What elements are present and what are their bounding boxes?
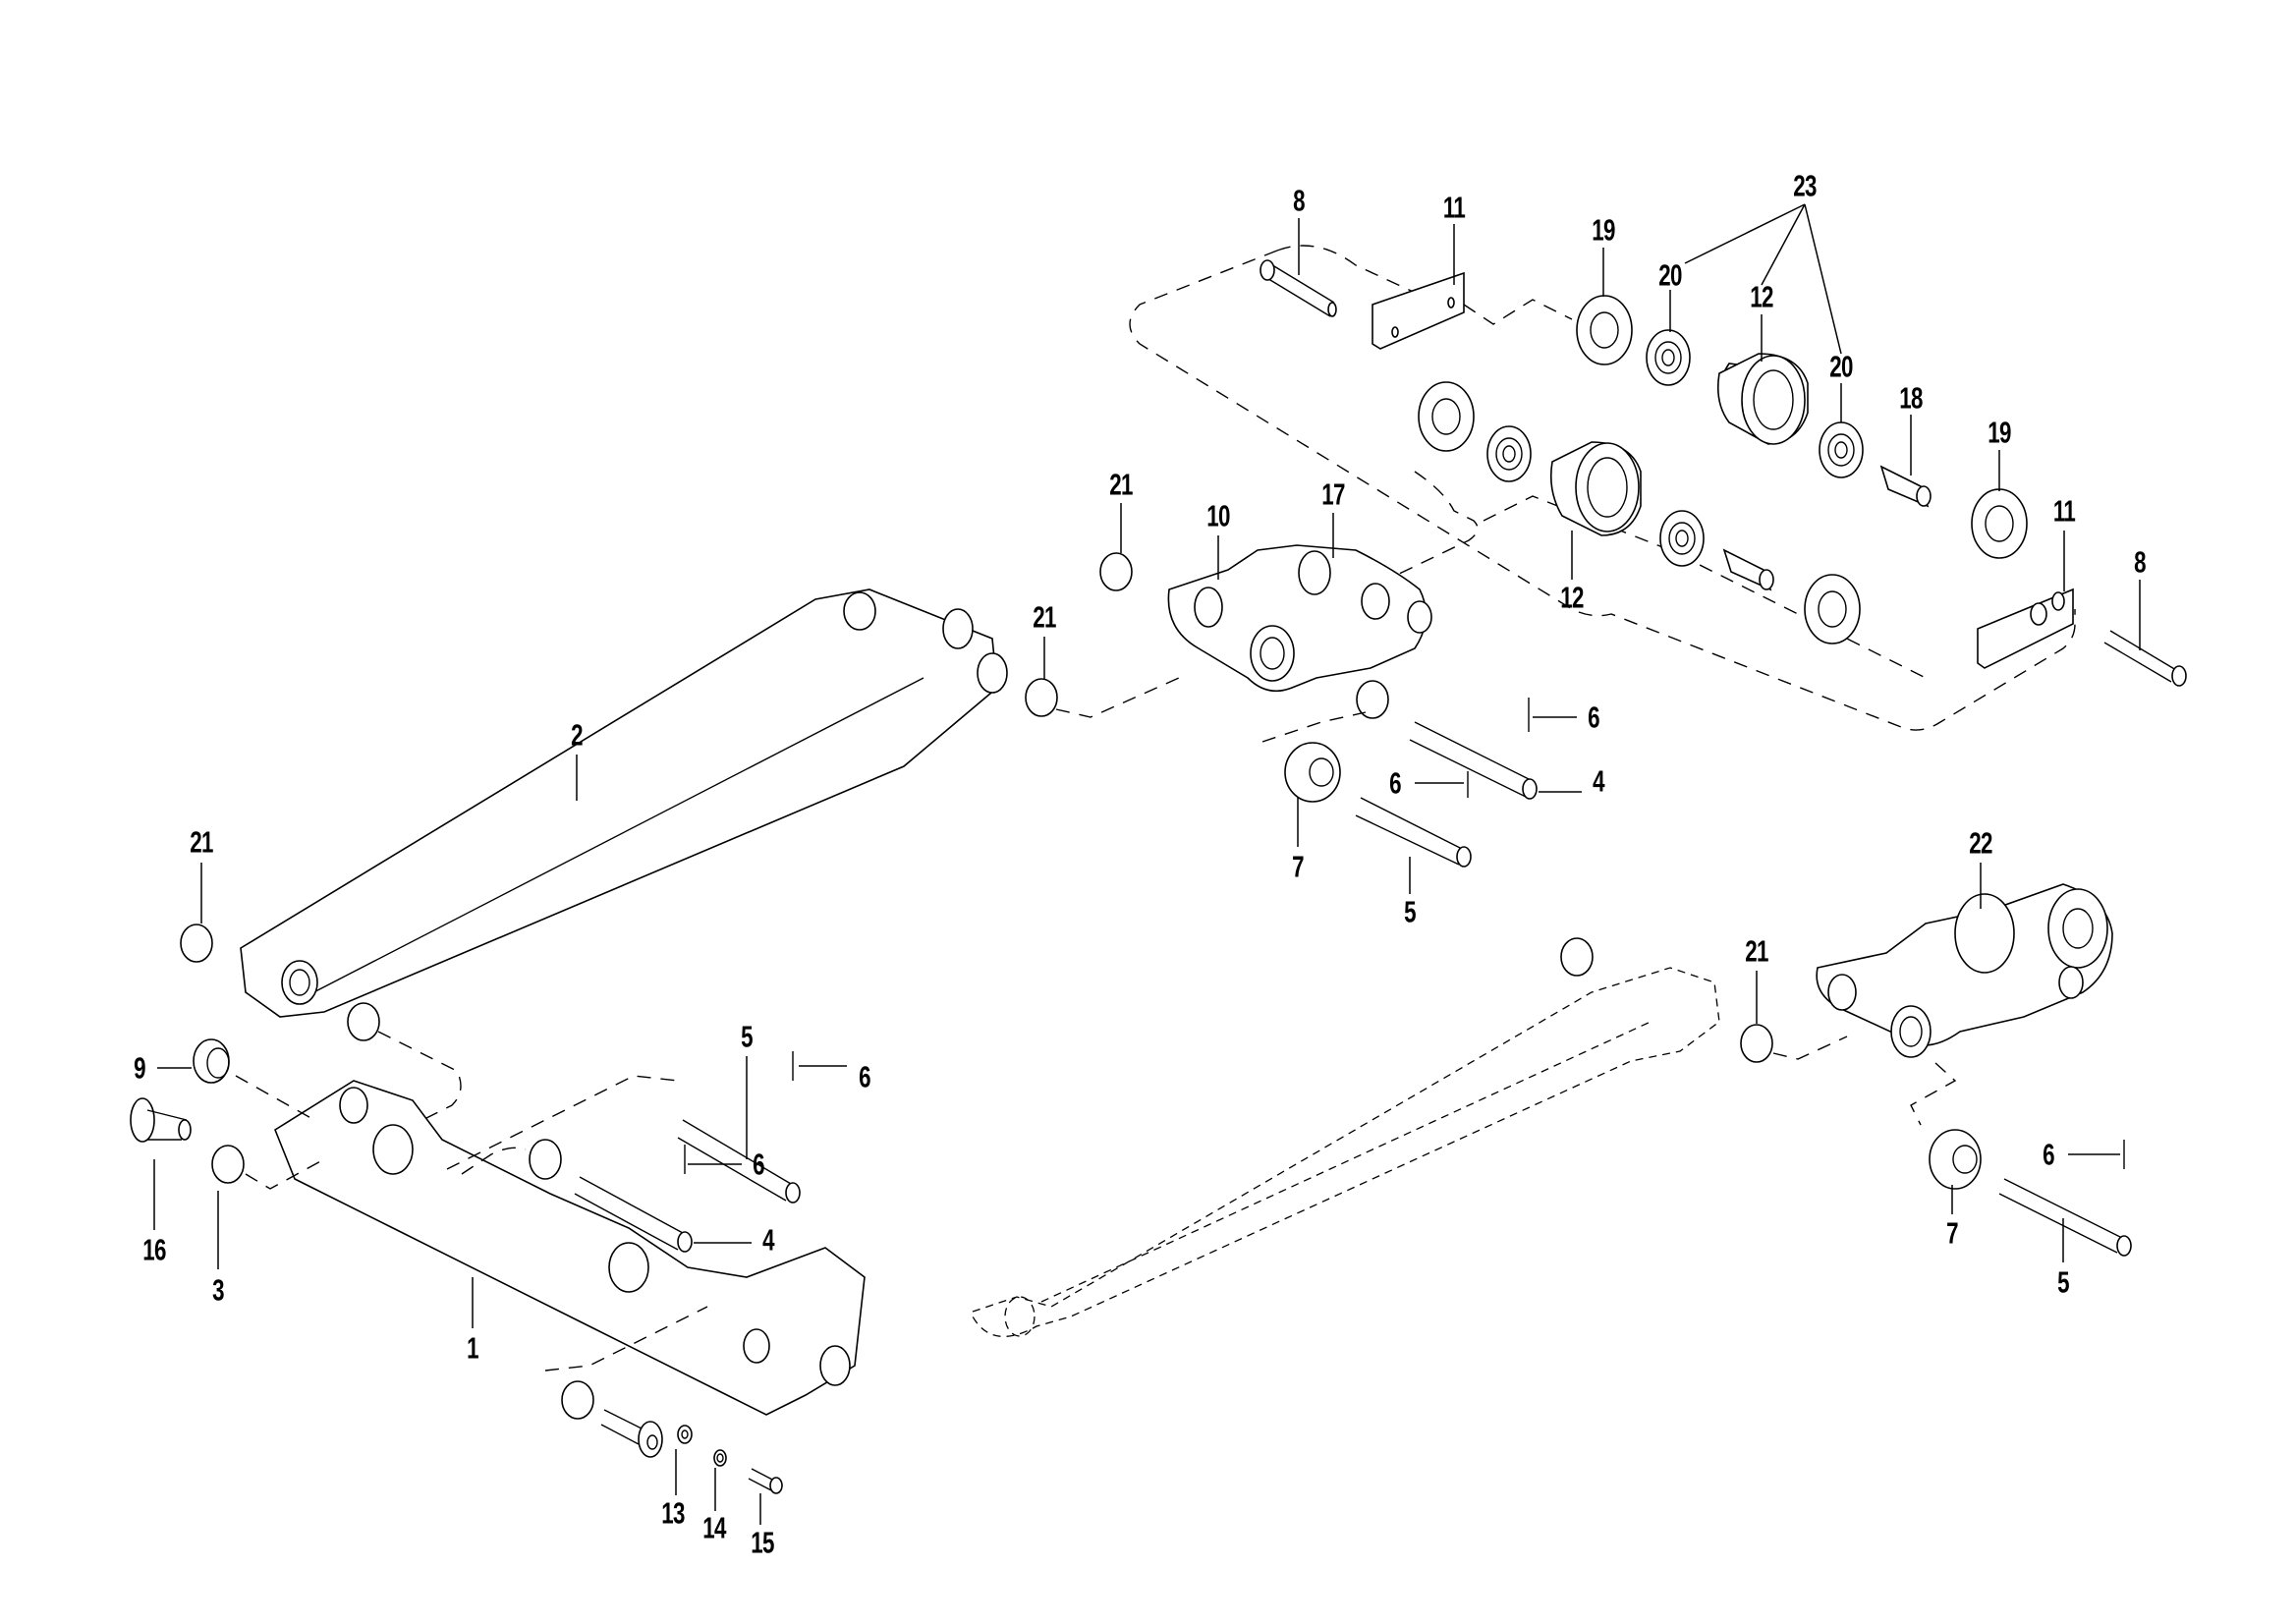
callout-6: 6 bbox=[2043, 1137, 2054, 1172]
callout-21: 21 bbox=[190, 824, 213, 860]
callout-10: 10 bbox=[1206, 498, 1230, 533]
callout-5: 5 bbox=[2057, 1264, 2069, 1300]
callout-21: 21 bbox=[1745, 933, 1768, 969]
callout-18: 18 bbox=[1899, 380, 1923, 416]
callout-7: 7 bbox=[1292, 849, 1304, 884]
callout-3: 3 bbox=[212, 1272, 224, 1308]
callout-6: 6 bbox=[859, 1059, 870, 1094]
callout-12: 12 bbox=[1750, 279, 1773, 314]
callout-4: 4 bbox=[762, 1222, 774, 1258]
callout-5: 5 bbox=[741, 1019, 753, 1054]
callout-8: 8 bbox=[2134, 544, 2146, 580]
axle-bolt-8-right bbox=[2103, 580, 2187, 687]
link-arm-2-group bbox=[180, 588, 1008, 1126]
roller-stack-top bbox=[1576, 203, 2028, 559]
roller-stack-bottom bbox=[1418, 381, 1861, 644]
callout-21: 21 bbox=[1109, 467, 1133, 502]
bogie-frame-10-group bbox=[1025, 503, 1582, 894]
side-plate-11-right bbox=[1977, 531, 2074, 669]
callout-9: 9 bbox=[134, 1050, 145, 1086]
callout-17: 17 bbox=[1321, 476, 1345, 512]
callout-6: 6 bbox=[1588, 700, 1599, 735]
callout-11: 11 bbox=[2052, 493, 2076, 529]
callout-6: 6 bbox=[1389, 765, 1401, 801]
callout-12: 12 bbox=[1560, 580, 1584, 615]
callout-11: 11 bbox=[1442, 190, 1466, 225]
callout-13: 13 bbox=[661, 1495, 685, 1531]
side-plate-11-top bbox=[1372, 224, 1573, 350]
swing-arm-1-group bbox=[130, 1038, 866, 1525]
callout-8: 8 bbox=[1293, 183, 1305, 218]
callout-19: 19 bbox=[1592, 212, 1615, 248]
callout-2: 2 bbox=[571, 717, 583, 753]
callout-15: 15 bbox=[751, 1525, 774, 1560]
callout-22: 22 bbox=[1969, 825, 1992, 861]
callout-21: 21 bbox=[1033, 599, 1056, 635]
callout-5: 5 bbox=[1404, 894, 1416, 929]
callout-6: 6 bbox=[753, 1147, 764, 1182]
ghost-link-arm bbox=[972, 937, 1720, 1338]
callout-20: 20 bbox=[1829, 349, 1853, 384]
roller-assembly-group bbox=[1129, 203, 2187, 731]
callout-20: 20 bbox=[1658, 257, 1682, 293]
callout-4: 4 bbox=[1593, 763, 1604, 799]
axle-bolt-8-top bbox=[1260, 218, 1337, 317]
callout-16: 16 bbox=[142, 1232, 166, 1267]
callout-23: 23 bbox=[1793, 168, 1817, 203]
callout-1: 1 bbox=[467, 1330, 478, 1366]
callout-7: 7 bbox=[1946, 1215, 1958, 1251]
callout-19: 19 bbox=[1988, 415, 2011, 450]
callout-14: 14 bbox=[702, 1510, 726, 1545]
bogie-assembly-22-group bbox=[1740, 863, 2132, 1262]
